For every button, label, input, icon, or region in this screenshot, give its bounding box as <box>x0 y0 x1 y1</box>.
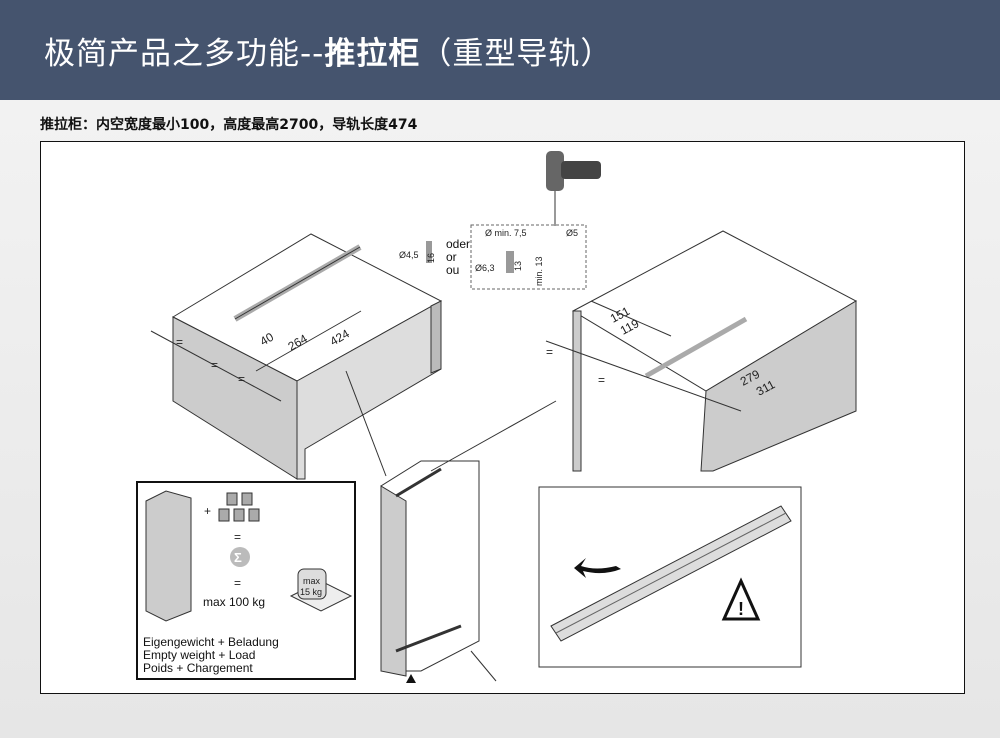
tall-cabinet <box>345 370 557 682</box>
equal-mark: = <box>211 358 218 372</box>
label-ou: ou <box>446 263 459 277</box>
slide-subtitle: 推拉柜：内空宽度最小100，高度最高2700，导轨长度474 <box>40 117 418 133</box>
installation-diagram: 40 264 424 = = = 151 119 279 311 = = Ø4,… <box>136 151 858 683</box>
screw-detail: Ø4,5 16 oder or ou Ø min. 7,5 Ø6,3 13 mi… <box>399 224 587 290</box>
screw-diameter-1: Ø4,5 <box>399 250 419 260</box>
weight-value: 15 kg <box>300 587 322 597</box>
weight-max: max <box>303 576 321 586</box>
equal-mark: = <box>238 372 245 386</box>
load-caption-en: Empty weight + Load <box>143 648 255 662</box>
sigma-symbol: Σ <box>234 550 242 565</box>
title-regular: 极简产品之多功能-- <box>44 36 325 72</box>
rail-detail-box: ! <box>538 486 802 668</box>
label-oder: oder <box>446 237 470 251</box>
right-cabinet <box>545 230 858 472</box>
sigma-icon <box>230 547 250 567</box>
dim-40: 40 <box>258 330 277 349</box>
direction-arrow-icon <box>574 558 621 578</box>
warning-icon <box>721 577 761 621</box>
title-suffix: （重型导轨） <box>420 36 613 72</box>
load-caption-fr: Poids + Chargement <box>143 661 253 675</box>
equals-sign: = <box>234 576 241 590</box>
load-caption-de: Eigengewicht + Beladung <box>143 635 279 649</box>
screw-diameter-2: Ø6,3 <box>475 263 495 273</box>
screw-length-2: 13 <box>513 261 523 271</box>
left-cabinet <box>150 233 443 480</box>
max-total-load: max 100 kg <box>203 595 265 609</box>
hole-diameter: Ø5 <box>566 228 578 238</box>
slide-title: 极简产品之多功能--推拉柜（重型导轨） <box>44 28 612 73</box>
title-bold: 推拉柜 <box>324 36 421 72</box>
min-depth: min. 13 <box>534 256 544 286</box>
weight-icon <box>297 568 327 600</box>
load-box: + = Σ = max 100 kg max 15 kg Eigengewich… <box>136 481 356 680</box>
min-diameter: Ø min. 7,5 <box>485 228 527 238</box>
arrow-marker <box>406 674 416 683</box>
screw-length-1: 16 <box>426 253 436 263</box>
equals-sign: = <box>234 530 241 544</box>
diagram-frame: 40 264 424 = = = 151 119 279 311 = = Ø4,… <box>40 141 965 694</box>
slide-header: 极简产品之多功能--推拉柜（重型导轨） <box>0 0 1000 100</box>
equal-mark: = <box>546 345 553 359</box>
svg-text:!: ! <box>738 599 744 619</box>
equal-mark: = <box>176 335 183 349</box>
plus-sign: + <box>204 504 211 518</box>
equal-mark: = <box>598 373 605 387</box>
drill-icon <box>546 151 601 226</box>
label-or: or <box>446 250 457 264</box>
